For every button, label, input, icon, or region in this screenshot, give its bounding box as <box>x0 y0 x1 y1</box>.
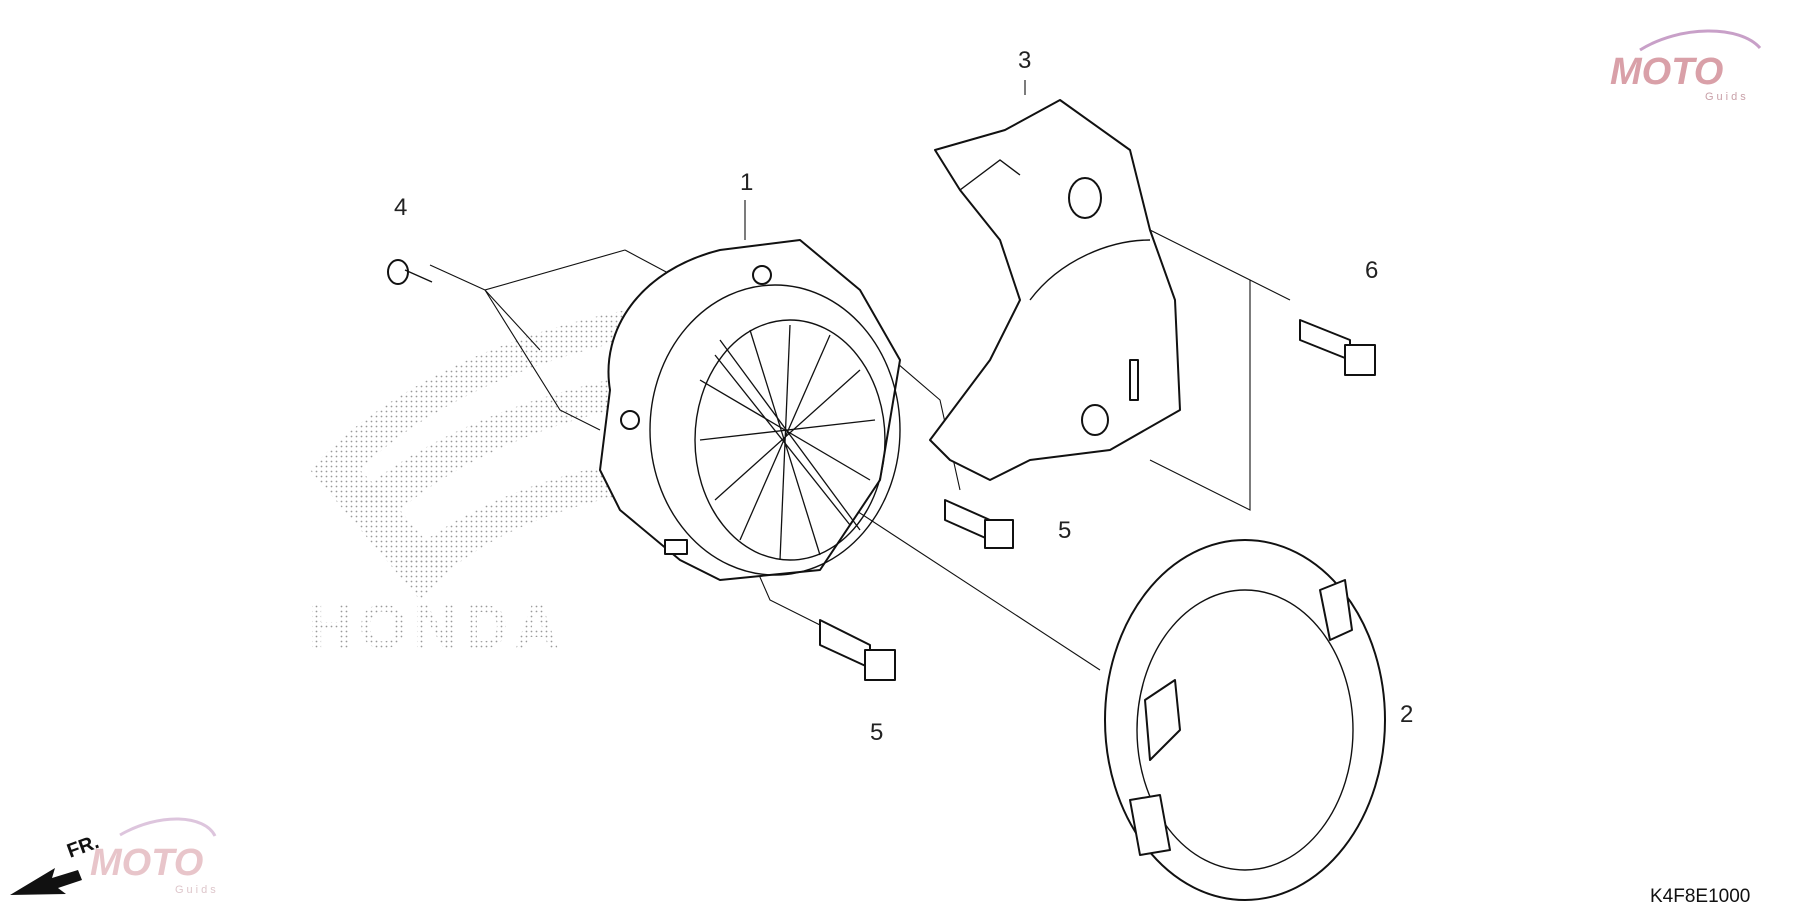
bolt-5b <box>819 619 896 681</box>
bolt-6 <box>1299 319 1376 376</box>
bolt-5a <box>944 499 1014 549</box>
callout-5a: 5 <box>1058 517 1071 544</box>
logo-swoosh-icon-2 <box>119 817 217 837</box>
round-cover <box>1104 539 1386 901</box>
callout-6: 6 <box>1365 257 1378 284</box>
callout-4: 4 <box>394 194 407 221</box>
screw-4 <box>387 259 433 285</box>
callouts: 1 2 3 4 5 5 6 <box>394 47 1413 746</box>
leader-lines <box>429 80 1380 716</box>
front-arrow-icon <box>10 868 82 895</box>
moto-logo-top: MOTO Guids <box>1610 29 1762 103</box>
callout-1: 1 <box>740 169 753 196</box>
callout-3: 3 <box>1018 47 1031 74</box>
honda-watermark-text: HONDA <box>308 593 565 662</box>
upper-shroud <box>929 99 1181 481</box>
logo-sub-text-2: Guids <box>175 884 219 896</box>
moto-logo-bottom: MOTO Guids <box>90 817 219 896</box>
callout-5b: 5 <box>870 719 883 746</box>
callout-2: 2 <box>1400 701 1413 728</box>
diagram-code: K4F8E1000 <box>1650 886 1750 907</box>
logo-main-text-2: MOTO <box>90 842 203 884</box>
logo-main-text: MOTO <box>1610 51 1723 93</box>
fan-cover-housing <box>599 239 901 581</box>
logo-swoosh-icon <box>1639 29 1762 52</box>
logo-sub-text: Guids <box>1705 91 1749 103</box>
front-direction-marker: FR. <box>10 831 102 895</box>
